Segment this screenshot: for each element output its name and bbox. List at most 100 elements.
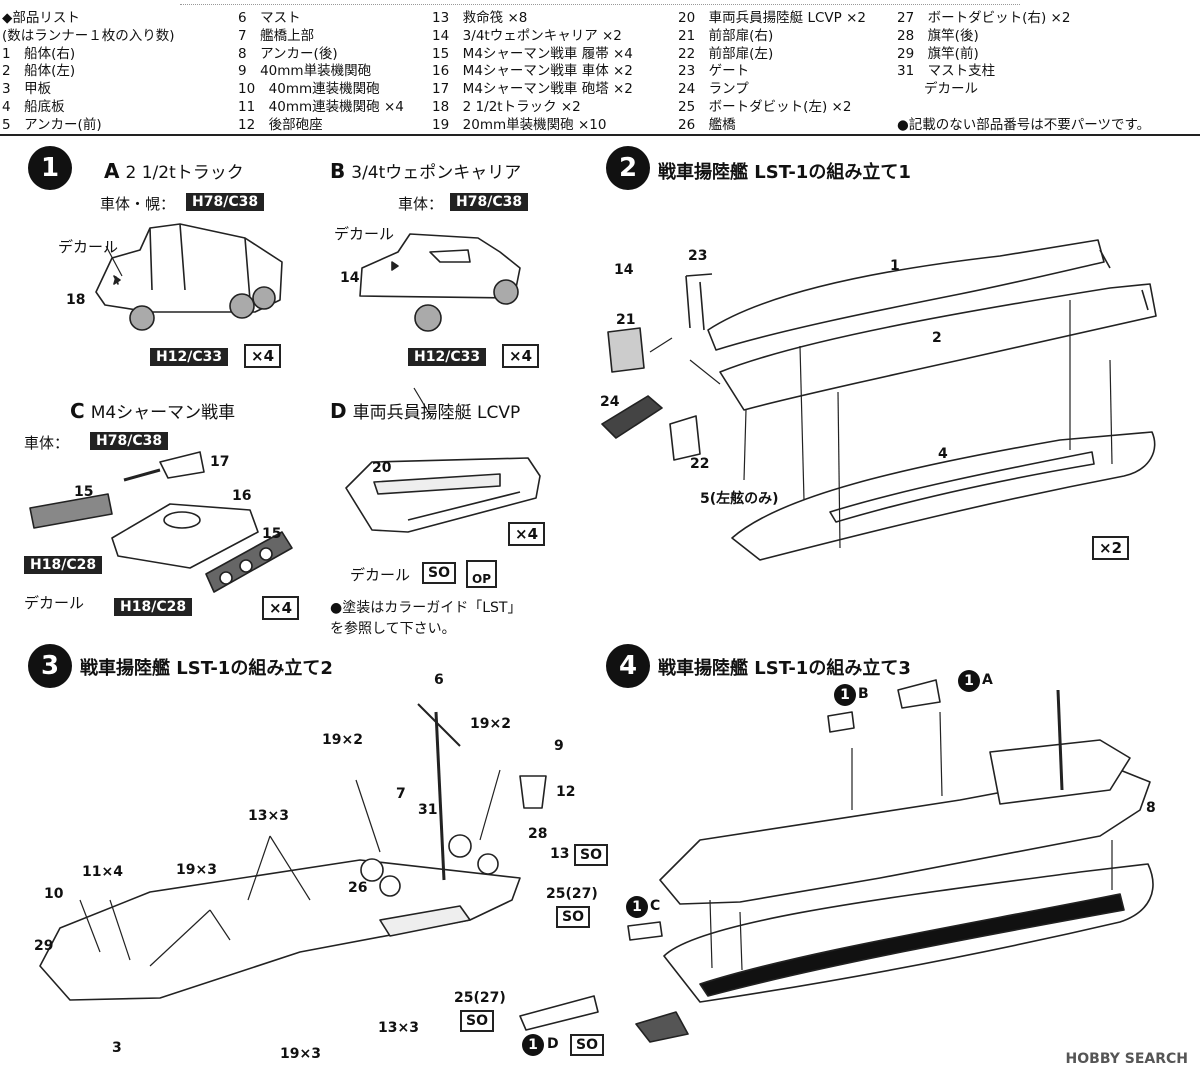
part-number: 12 [556, 784, 576, 800]
parts-line: 2 船体(左) [2, 63, 76, 80]
subassembly-ref: B [858, 686, 869, 702]
parts-list-divider [0, 134, 1200, 136]
color-code-tag: H78/C38 [186, 193, 265, 211]
parts-line: 22 前部扉(左) [678, 45, 774, 62]
step-2-badge: 2 [606, 146, 650, 190]
part-number: 13 [550, 846, 570, 862]
parts-line: 14 3/4tウェポンキャリア ×2 [432, 27, 622, 44]
decal-label: デカール [334, 225, 395, 243]
parts-line: 20 車両兵員揚陸艇 LCVP ×2 [678, 10, 866, 26]
deck-illustration [39, 703, 599, 1031]
color-label: 車体： [398, 195, 444, 213]
step-4-badge: 4 [606, 644, 650, 688]
ref-number: 1 [528, 1037, 538, 1053]
part-number: 8 [1146, 800, 1156, 816]
parts-line: 11 40mm連装機関砲 ×4 [238, 98, 404, 115]
part-number: 28 [528, 826, 548, 842]
part-number: 31 [418, 802, 438, 818]
cut-top-edge [180, 0, 1020, 5]
part-number: 5(左舷のみ) [700, 491, 779, 507]
parts-column-5: 27 ボートダビット(右) ×2 28 旗竿(後) 29 旗竿(前) 31 マス… [897, 10, 1150, 135]
parts-line: 6 マスト [238, 10, 301, 26]
step-number: 3 [40, 651, 60, 681]
subassembly-letter: B [330, 159, 346, 183]
part-number: 7 [396, 786, 406, 802]
part-number: 29 [34, 938, 54, 954]
part-number: 1 [890, 258, 900, 274]
part-number: 22 [690, 456, 710, 472]
parts-line: 31 マスト支柱 [897, 63, 996, 80]
parts-line: 28 旗竿(後) [897, 27, 979, 44]
parts-line: 13 救命筏 ×8 [432, 10, 528, 26]
part-number: 18 [66, 292, 86, 308]
parts-line: 1 船体(右) [2, 45, 76, 62]
color-label: 車体： [24, 434, 70, 452]
paint-code-box: SO [422, 562, 456, 584]
parts-line: 5 アンカー(前) [2, 116, 102, 133]
step-1-badge: 1 [28, 146, 72, 190]
decal-label: デカール [58, 238, 119, 256]
parts-line: デカール [897, 81, 978, 98]
part-number: 19×2 [322, 732, 363, 748]
part-number: 4 [938, 446, 948, 462]
subassembly-name: 車両兵員揚陸艇 LCVP [352, 403, 521, 423]
paint-code-box: SO [460, 1010, 494, 1032]
part-number: 14 [614, 262, 634, 278]
subassembly-ref: D [547, 1036, 559, 1052]
part-number: 19×3 [280, 1046, 321, 1062]
parts-line: 4 船底板 [2, 98, 65, 115]
parts-column-1: ◆部品リスト (数はランナー１枚の入り数) 1 船体(右) 2 船体(左) 3 … [2, 10, 175, 135]
step-1-ref-icon: 1 [626, 896, 648, 918]
parts-line: 3 甲板 [2, 81, 52, 98]
truck-illustration [95, 223, 283, 331]
lcvp-illustration [345, 457, 541, 533]
color-code-tag: H12/C33 [408, 348, 487, 366]
ref-number: 1 [840, 687, 850, 703]
part-number: 6 [434, 672, 444, 688]
parts-line: 9 40mm単装機関砲 [238, 63, 372, 80]
part-number: 26 [348, 880, 368, 896]
part-number: 2 [932, 330, 942, 346]
parts-line: 16 M4シャーマン戦車 車体 ×2 [432, 63, 633, 80]
parts-line: 12 後部砲座 [238, 116, 323, 133]
note-line: を参照して下さい。 [330, 621, 456, 637]
paint-code-box: OP [466, 560, 497, 588]
parts-line: 25 ボートダビット(左) ×2 [678, 98, 852, 115]
color-label: 車体・幌： [100, 195, 176, 213]
subassembly-letter: A [104, 159, 120, 183]
part-number: 19×2 [470, 716, 511, 732]
parts-note: ●記載のない部品番号は不要パーツです。 [897, 116, 1151, 133]
part-number: 21 [616, 312, 636, 328]
parts-line: 23 ゲート [678, 63, 750, 80]
decal-label: デカール [24, 594, 85, 612]
parts-column-4: 20 車両兵員揚陸艇 LCVP ×2 21 前部扉(右) 22 前部扉(左) 2… [678, 10, 866, 135]
step-1-ref-icon: 1 [958, 670, 980, 692]
sherman-illustration [29, 451, 293, 593]
color-code-tag: H78/C38 [450, 193, 529, 211]
step-title: 戦車揚陸艦 LST-1の組み立て2 [80, 658, 333, 679]
step-number: 2 [618, 153, 638, 183]
color-code-tag: H12/C33 [150, 348, 229, 366]
subassembly-name: 2 1/2tトラック [125, 163, 244, 183]
parts-line: 24 ランプ [678, 81, 749, 98]
part-number: 13×3 [378, 1020, 419, 1036]
subassembly-letter: C [70, 399, 85, 423]
leader-lines [79, 245, 1113, 971]
parts-line: 19 20mm単装機関砲 ×10 [432, 116, 607, 133]
paint-code-box: SO [556, 906, 590, 928]
part-number: 25(27) [546, 886, 598, 902]
part-number: 10 [44, 886, 64, 902]
parts-line: 26 艦橋 [678, 116, 736, 133]
part-number: 14 [340, 270, 360, 286]
color-code-tag: H18/C28 [114, 598, 193, 616]
color-code-tag: H78/C38 [90, 432, 169, 450]
quantity-multiplier: ×2 [1092, 536, 1130, 560]
parts-line: ◆部品リスト [2, 10, 80, 26]
subassembly-letter: D [330, 399, 347, 423]
parts-list: ◆部品リスト (数はランナー１枚の入り数) 1 船体(右) 2 船体(左) 3 … [0, 0, 1200, 136]
subassembly-name: 3/4tウェポンキャリア [351, 163, 522, 183]
paint-code-box: SO [574, 844, 608, 866]
quantity-multiplier: ×4 [502, 344, 540, 368]
